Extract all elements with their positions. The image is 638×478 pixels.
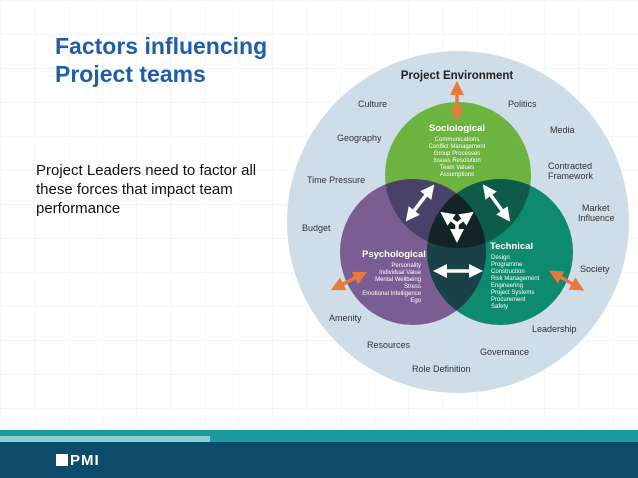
footer-stripe-navy [0, 442, 638, 478]
soc-item-communications: Communications [435, 137, 480, 143]
psy-item-mental-wellbeing: Mental Wellbeing [375, 277, 421, 283]
project-environment-label: Project Environment [401, 70, 514, 82]
factor-time-pressure: Time Pressure [307, 175, 365, 185]
factor-governance: Governance [480, 347, 529, 357]
slide-title: Factors influencing Project teams [55, 32, 267, 88]
arrow-center-right [455, 211, 474, 226]
factor-society: Society [580, 264, 610, 274]
slide-body-text: Project Leaders need to factor all these… [36, 162, 257, 217]
factor-contracted: Contracted [548, 161, 592, 171]
factor-market: Market [582, 203, 610, 213]
soc-item-issues-resolution: Issues Resolution [433, 158, 480, 164]
tech-item-construction: Construction [491, 269, 525, 275]
soc-item-group-processes: Group Processes [434, 151, 480, 157]
tech-item-safety: Safety [491, 304, 508, 310]
pmi-logo-mark-icon [56, 454, 68, 466]
orange-arrow-left [330, 271, 368, 291]
arrow-center-left [440, 211, 459, 226]
psy-item-personality: Personality [391, 263, 421, 269]
factor-media: Media [550, 125, 575, 135]
factor-culture: Culture [358, 99, 387, 109]
title-line-1: Factors influencing [55, 33, 268, 59]
soc-item-assumptions: Assumptions [440, 172, 474, 178]
footer-stripe-light [0, 436, 210, 442]
tech-item-procurement: Procurement [491, 297, 526, 303]
psy-item-individual-value: Individual Value [379, 270, 422, 276]
tech-item-programme: Programme [491, 262, 523, 268]
factor-politics: Politics [508, 99, 537, 109]
soc-item-conflict-management: Conflict Management [429, 144, 486, 150]
factor-role-definition: Role Definition [412, 364, 471, 374]
factor-geography: Geography [337, 133, 382, 143]
psychological-title: Psychological [362, 249, 426, 260]
psy-item-emotional-intelligence: Emotional Intelligence [362, 291, 421, 297]
factor-influence: Influence [578, 213, 615, 223]
orange-arrow-right [548, 270, 585, 291]
soc-item-team-values: Team Values [440, 165, 474, 171]
factor-amenity: Amenity [329, 313, 362, 323]
tech-item-engineering: Engineering [491, 283, 523, 289]
factor-budget: Budget [302, 223, 331, 233]
tech-item-project-systems: Project Systems [491, 290, 534, 296]
title-line-2: Project teams [55, 61, 206, 87]
pmi-logo: PMI [56, 452, 100, 469]
psy-item-stress: Stress [404, 284, 421, 290]
factor-resources: Resources [367, 340, 411, 350]
factor-framework: Framework [548, 171, 594, 181]
tech-item-design: Design [491, 255, 510, 261]
tech-item-risk-management: Risk Management [491, 276, 540, 282]
arrow-soc-tech [482, 184, 511, 222]
footer-band: PMI [0, 430, 638, 478]
technical-title: Technical [490, 241, 533, 252]
psy-item-ego: Ego [410, 298, 421, 304]
factor-leadership: Leadership [532, 324, 577, 334]
sociological-title: Sociological [429, 123, 485, 134]
arrow-soc-psy [405, 184, 435, 222]
pmi-logo-text: PMI [70, 452, 100, 469]
